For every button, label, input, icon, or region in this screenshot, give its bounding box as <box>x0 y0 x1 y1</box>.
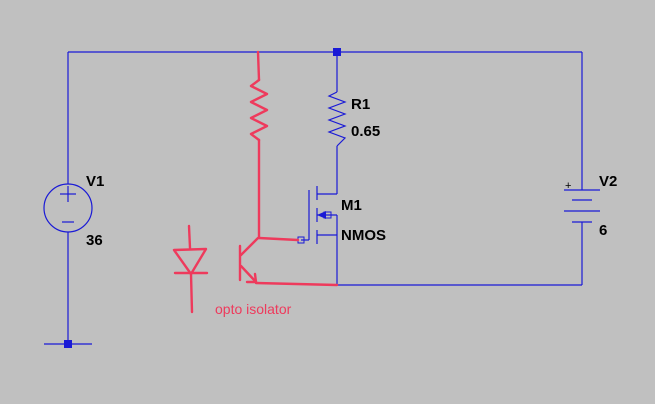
emitter-to-source-wire <box>254 281 339 287</box>
junction-node <box>333 48 341 56</box>
opto-isolator-note: opto isolator <box>215 301 292 317</box>
v1-voltage-source[interactable] <box>43 183 93 233</box>
v2-name-label: V2 <box>599 173 617 190</box>
v2-value-label: 6 <box>599 222 607 239</box>
m1-nmos-transistor[interactable] <box>301 186 338 244</box>
pullup-resistor <box>249 78 269 142</box>
r1-resistor[interactable] <box>327 91 347 147</box>
v1-name-label: V1 <box>86 173 104 190</box>
r1-name-label: R1 <box>351 96 370 113</box>
m1-name-label: M1 <box>341 197 362 214</box>
m1-model-label: NMOS <box>341 227 386 244</box>
collector-to-gate-wire <box>257 236 300 242</box>
led-top-lead <box>187 224 192 250</box>
r1-value-label: 0.65 <box>351 123 380 140</box>
phototransistor-emitter <box>239 264 258 284</box>
v2-plus-sign: + <box>565 180 571 192</box>
handdrawn-overlay <box>172 50 339 314</box>
ground-symbol <box>44 340 92 348</box>
v2-battery[interactable] <box>564 189 600 223</box>
phototransistor-collector <box>239 236 260 257</box>
v1-value-label: 36 <box>86 232 103 249</box>
pullup-lead-top <box>256 50 261 82</box>
led-triangle <box>172 247 208 276</box>
led-bottom-lead <box>189 272 194 314</box>
schematic-wires <box>67 51 583 344</box>
